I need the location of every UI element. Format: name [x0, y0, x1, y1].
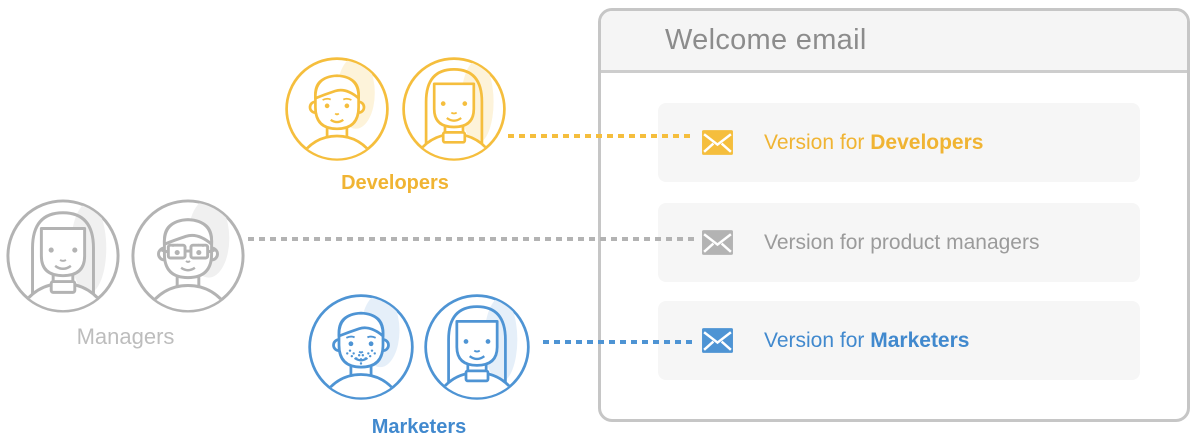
email-version-row-marketers: Version for Marketers — [658, 301, 1140, 380]
developers-group-label: Developers — [341, 172, 449, 194]
card-title: Welcome email — [665, 24, 867, 56]
managers-group-label: Managers — [76, 324, 175, 349]
envelope-icon — [701, 229, 734, 256]
marketers-connector-line — [543, 340, 694, 344]
email-version-row-developers: Version for Developers — [658, 103, 1140, 182]
developers-connector-line — [508, 134, 694, 138]
developer-female-avatar — [400, 55, 508, 163]
welcome-email-card-header: Welcome email — [601, 11, 1187, 73]
managers-connector-line — [248, 237, 694, 241]
welcome-email-card: Welcome email Version for Developers Ver… — [598, 8, 1190, 422]
row-text-emphasis: Marketers — [870, 328, 970, 352]
row-text-prefix: Version for product managers — [764, 230, 1040, 254]
marketer-male-stubble-avatar — [306, 292, 416, 402]
marketer-female-avatar — [422, 292, 532, 402]
row-text: Version for Marketers — [764, 329, 969, 353]
manager-male-glasses-avatar — [129, 197, 247, 315]
row-text-emphasis: Developers — [870, 130, 984, 154]
row-text: Version for Developers — [764, 131, 983, 155]
developer-male-avatar — [283, 55, 391, 163]
manager-female-avatar — [4, 197, 122, 315]
row-text-prefix: Version for — [764, 130, 871, 154]
row-text-prefix: Version for — [764, 328, 871, 352]
email-version-row-product-managers: Version for product managers — [658, 203, 1140, 282]
marketers-group-label: Marketers — [371, 416, 467, 438]
envelope-icon — [701, 327, 734, 354]
envelope-icon — [701, 129, 734, 156]
row-text: Version for product managers — [764, 231, 1039, 255]
